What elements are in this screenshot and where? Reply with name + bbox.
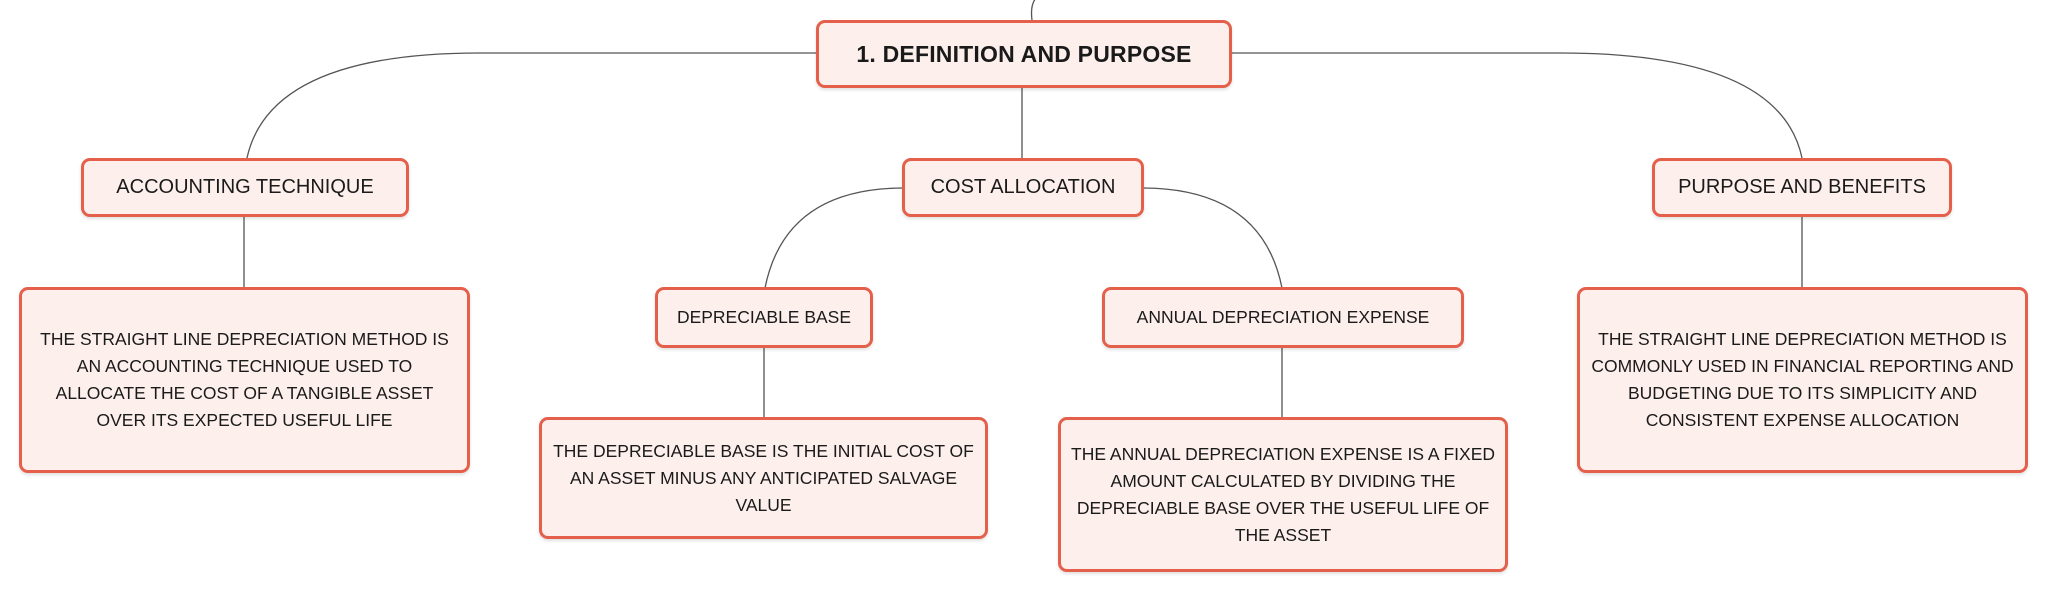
topic-accounting-technique-label: ACCOUNTING TECHNIQUE <box>116 176 374 198</box>
connector-root-purpose <box>1230 52 1803 159</box>
subtopic-depreciable-base-label: DEPRECIABLE BASE <box>676 307 852 327</box>
subtopic-annual-depreciation-expense-label: ANNUAL DEPRECIATION EXPENSE <box>1136 307 1430 327</box>
topic-accounting-technique[interactable]: ACCOUNTING TECHNIQUE <box>81 158 409 217</box>
purpose-and-benefits-detail-node[interactable]: THE STRAIGHT LINE DEPRECIATION METHOD IS… <box>1577 287 2028 473</box>
connector-root-accounting <box>246 52 818 159</box>
accounting-technique-detail-text: THE STRAIGHT LINE DEPRECIATION METHOD IS… <box>40 329 449 430</box>
annual-depreciation-expense-detail-node[interactable]: THE ANNUAL DEPRECIATION EXPENSE IS A FIX… <box>1058 417 1508 572</box>
topic-purpose-and-benefits[interactable]: PURPOSE AND BENEFITS <box>1652 158 1952 217</box>
subtopic-annual-depreciation-expense[interactable]: ANNUAL DEPRECIATION EXPENSE <box>1102 287 1464 348</box>
annual-depreciation-expense-detail-text: THE ANNUAL DEPRECIATION EXPENSE IS A FIX… <box>1071 443 1495 545</box>
connector-parent-root <box>1030 0 1036 21</box>
root-topic-label: 1. DEFINITION AND PURPOSE <box>856 40 1192 67</box>
connector-cost-annual <box>1141 187 1283 289</box>
topic-purpose-and-benefits-label: PURPOSE AND BENEFITS <box>1678 176 1926 198</box>
purpose-and-benefits-detail-text: THE STRAIGHT LINE DEPRECIATION METHOD IS… <box>1591 329 2014 430</box>
depreciable-base-detail-text: THE DEPRECIABLE BASE IS THE INITIAL COST… <box>553 440 974 515</box>
accounting-technique-detail-node[interactable]: THE STRAIGHT LINE DEPRECIATION METHOD IS… <box>19 287 470 473</box>
depreciable-base-detail-node[interactable]: THE DEPRECIABLE BASE IS THE INITIAL COST… <box>539 417 988 539</box>
root-topic-node[interactable]: 1. DEFINITION AND PURPOSE <box>816 20 1232 88</box>
topic-cost-allocation[interactable]: COST ALLOCATION <box>902 158 1144 217</box>
subtopic-depreciable-base[interactable]: DEPRECIABLE BASE <box>655 287 873 348</box>
topic-cost-allocation-label: COST ALLOCATION <box>930 176 1116 198</box>
connector-cost-depreciable <box>764 187 905 289</box>
